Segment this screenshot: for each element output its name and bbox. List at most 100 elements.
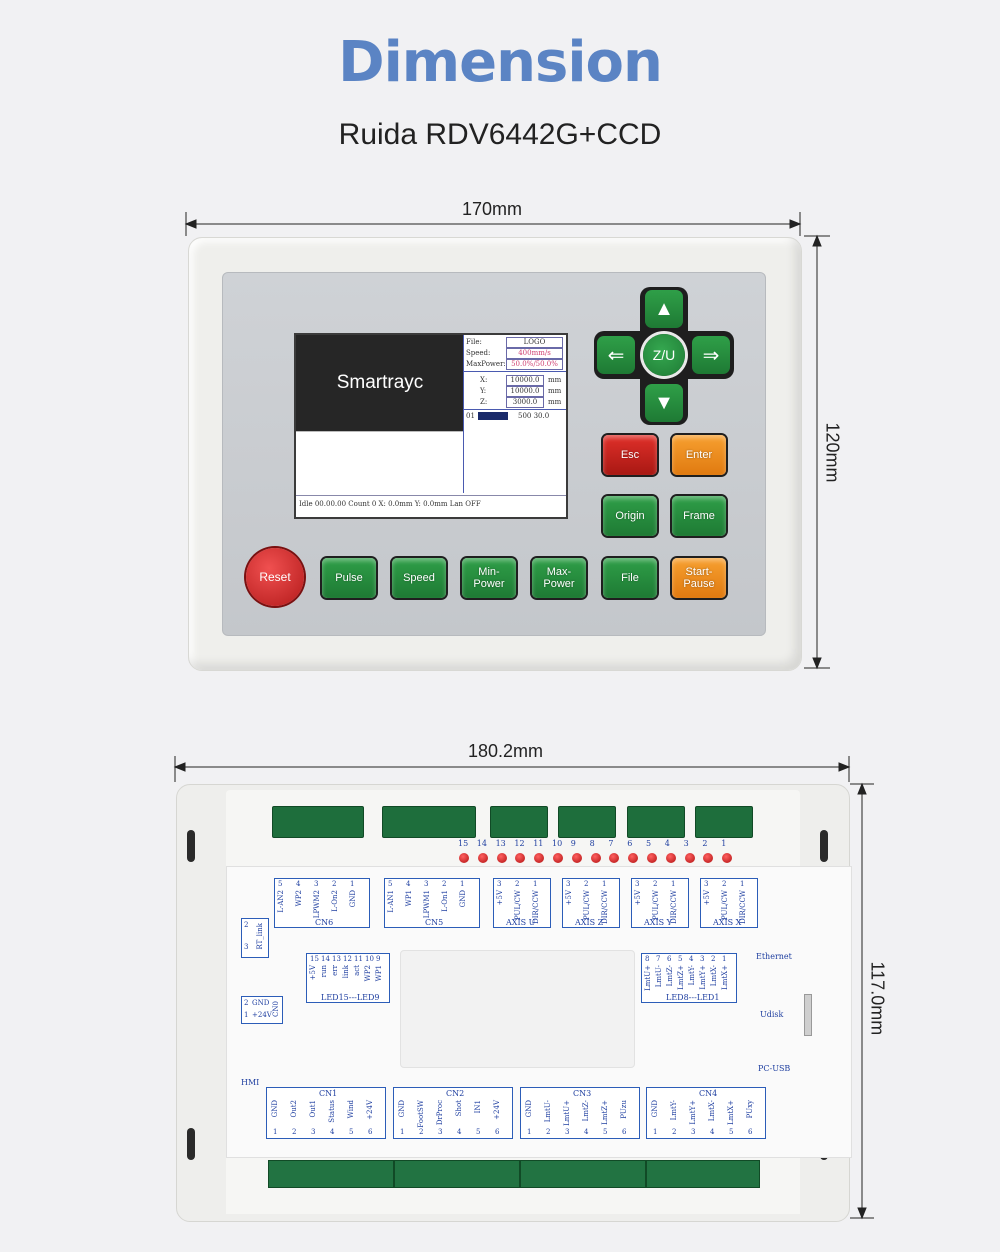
led-number: 1 <box>721 839 727 848</box>
cn1-pin-name: Out1 <box>309 1100 317 1118</box>
lcd-maxpower-value: 50.0%/50.0% <box>506 359 563 370</box>
enter-button[interactable]: Enter <box>672 435 726 475</box>
down-arrow-button[interactable]: ▼ <box>645 384 683 422</box>
up-arrow-button[interactable]: ▲ <box>645 290 683 328</box>
cn3-pin-num: 6 <box>622 1128 627 1136</box>
status-led <box>534 853 545 863</box>
led8-1-pin-num: 4 <box>689 955 694 963</box>
axis-x-terminal <box>695 806 753 838</box>
cn2-pin-num: 3 <box>438 1128 443 1136</box>
mount-slot <box>187 1128 195 1160</box>
axis-z-pin-name: +5V <box>565 890 573 906</box>
led15-9-pin-name: err <box>331 965 339 976</box>
axis-z-terminal <box>558 806 616 838</box>
udisk-port[interactable] <box>804 994 812 1036</box>
left-arrow-button[interactable]: ⇐ <box>597 336 635 374</box>
status-led <box>722 853 733 863</box>
led8-1-pin-num: 3 <box>700 955 705 963</box>
axis-y-pin-name: PUL/CW <box>652 890 660 921</box>
rt-link-label-box: 2 3 RT_link <box>241 918 269 958</box>
axis-x-pin-name: PUL/CW <box>721 890 729 921</box>
page-title: Dimension <box>338 30 663 95</box>
arrow-up-icon: ▲ <box>654 297 674 320</box>
cn2-pin-name: FootSW <box>417 1100 425 1128</box>
arrow-left-icon: ⇐ <box>607 344 625 367</box>
axis-x-pin-num: 3 <box>704 880 709 888</box>
arrow-down-icon: ▼ <box>654 391 674 414</box>
status-led <box>647 853 657 863</box>
led-number: 14 <box>476 839 487 848</box>
cn0-pin-num: 2 <box>244 999 249 1007</box>
cn0-name: CN0 <box>272 1001 280 1017</box>
led15-9-pin-num: 14 <box>321 955 330 963</box>
led8-1-pin-name: LmtX- <box>710 965 718 987</box>
cn6-pin-name: GND <box>349 890 357 908</box>
cn4-pin-num: 1 <box>653 1128 658 1136</box>
led8-1-pin-num: 7 <box>656 955 661 963</box>
right-arrow-button[interactable]: ⇒ <box>692 336 730 374</box>
axis-z-pin-num: 2 <box>584 880 589 888</box>
zu-button[interactable]: Z/U <box>643 334 685 376</box>
cn4-pin-num: 3 <box>691 1128 696 1136</box>
start-pause-label-1: Start- <box>685 565 713 578</box>
lcd-speed-label: Speed: <box>466 349 491 357</box>
cn0-pin-24v: +24V <box>252 1011 272 1019</box>
lcd-preview-border <box>296 431 463 432</box>
cn3-pin-num: 3 <box>565 1128 570 1136</box>
cn2-pin-num: 5 <box>476 1128 481 1136</box>
start-pause-button[interactable]: Start- Pause <box>672 558 726 598</box>
status-led <box>703 853 714 863</box>
lcd-x-unit: mm <box>548 376 562 384</box>
axis-x-name: AXIS X <box>713 918 742 927</box>
cn2-pin-name: IN1 <box>474 1100 482 1114</box>
min-power-button[interactable]: Min- Power <box>462 558 516 598</box>
speed-button[interactable]: Speed <box>392 558 446 598</box>
cn6-pin-name: WP2 <box>295 890 303 907</box>
cn4-pin-num: 2 <box>672 1128 677 1136</box>
mount-slot <box>820 830 828 862</box>
frame-button[interactable]: Frame <box>672 496 726 536</box>
product-subtitle: Ruida RDV6442G+CCD <box>338 118 662 151</box>
cn2-terminal <box>394 1160 520 1188</box>
cn1-pin-name: GND <box>271 1100 279 1118</box>
esc-button[interactable]: Esc <box>603 435 657 475</box>
origin-button[interactable]: Origin <box>603 496 657 536</box>
cn5-pin-name: L-On1 <box>441 890 449 912</box>
cn3-name: CN3 <box>573 1089 592 1098</box>
reset-button[interactable]: Reset <box>246 548 304 606</box>
rt-link-pin-num: 3 <box>244 943 249 951</box>
cn5-pin-num: 4 <box>406 880 411 888</box>
cn6-pin-num: 1 <box>350 880 355 888</box>
led15-9-pin-num: 12 <box>343 955 352 963</box>
max-power-button[interactable]: Max- Power <box>532 558 586 598</box>
cn3-pin-num: 2 <box>546 1128 551 1136</box>
lcd-y-label: Y: <box>480 387 487 395</box>
led8-1-pin-name: LmtU+ <box>644 965 652 991</box>
cn4-pin-name: LmtX- <box>708 1100 716 1122</box>
lcd-maxpower-label: MaxPower: <box>466 360 506 368</box>
cn4-pin-name: LmtY- <box>670 1100 678 1121</box>
cn4-pin-name: PUxy <box>746 1100 754 1119</box>
min-power-label-2: Power <box>473 578 505 590</box>
lcd-file-label: File: <box>466 338 482 346</box>
axis-x-pin-num: 2 <box>722 880 727 888</box>
pulse-button[interactable]: Pulse <box>322 558 376 598</box>
axis-x-pin-name: +5V <box>703 890 711 906</box>
led-number: 4 <box>664 839 670 848</box>
cn2-pin-name: +24V <box>493 1100 501 1120</box>
lcd-layer-color <box>478 412 508 420</box>
cn6-pin-name: LPWM2 <box>313 890 321 919</box>
led15-9-pin-name: WP2 <box>364 965 372 982</box>
cn2-pin-num: 6 <box>495 1128 500 1136</box>
cn1-pin-name: Wind <box>347 1100 355 1119</box>
cn0-pin-num: 1 <box>244 1011 249 1019</box>
cn5-pin-name: WP1 <box>405 890 413 907</box>
lcd-x-label: X: <box>480 376 488 384</box>
status-led <box>684 853 695 863</box>
axis-y-terminal <box>627 806 685 838</box>
file-button[interactable]: File <box>603 558 657 598</box>
